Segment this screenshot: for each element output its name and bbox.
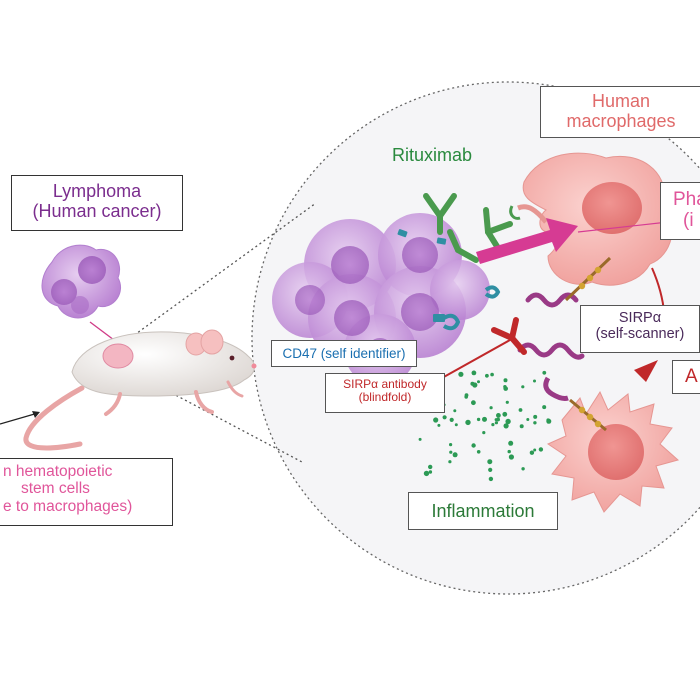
inflammation-dot — [471, 443, 476, 448]
label-sirpa-antibody-line2: (blindfold) — [358, 390, 412, 405]
macrophage-bottom — [546, 390, 680, 513]
inflammation-dot — [507, 449, 511, 454]
inflammation-dot — [449, 417, 454, 422]
inflammation-dot — [476, 417, 481, 422]
label-phagocytosis-line2: (i — [683, 210, 694, 232]
cd47-receptors — [397, 229, 501, 331]
inflammation-dot — [542, 370, 547, 375]
inflammation-dot — [449, 450, 453, 454]
inflammation-dot — [546, 418, 552, 424]
inflammation-dot — [542, 405, 547, 410]
inflammation-dot — [533, 414, 538, 419]
label-sirpa: SIRPα (self-scanner) — [580, 305, 700, 353]
inflammation-dot — [433, 417, 439, 423]
inflammation-dot — [458, 371, 464, 377]
label-phagocytosis: Pha (i — [660, 182, 700, 240]
inflammation-dot — [494, 421, 498, 425]
inflammation-dot — [518, 408, 523, 412]
macrophage-top — [509, 152, 673, 286]
inflammation-dot — [482, 416, 487, 422]
inflammation-dot — [428, 470, 433, 474]
inflammation-dot — [452, 452, 458, 458]
label-sirpa-antibody-line1: SIRPα antibody — [343, 377, 427, 391]
inflammation-dot — [471, 370, 477, 376]
label-lymphoma: Lymphoma (Human cancer) — [11, 175, 183, 231]
rituximab-antibodies — [423, 193, 513, 263]
inflammation-dot — [485, 373, 489, 378]
inflammation-dot — [533, 421, 537, 425]
inflammation-dot — [423, 470, 430, 477]
inflammation-dot — [454, 423, 458, 427]
inflammation-dot — [487, 459, 493, 465]
inflammation-dot — [488, 467, 493, 472]
lymphoma-cell-cluster — [41, 244, 121, 319]
inflammation-dot — [503, 423, 509, 429]
inflammation-dot — [464, 395, 469, 399]
inflammation-dot — [442, 415, 447, 420]
inflammation-dot — [418, 437, 422, 441]
inflammation-dot — [491, 423, 495, 427]
inflammation-dot — [533, 448, 537, 452]
inflammation-dot — [533, 379, 536, 383]
inflammation-dot — [503, 386, 509, 391]
label-cd47: CD47 (self identifier) — [271, 340, 417, 367]
phagocytosis-arrow — [476, 218, 578, 264]
label-sirpa-line2: (self-scanner) — [595, 326, 685, 343]
inflammation-dot — [482, 431, 486, 435]
label-hsc-line1: n hematopoietic — [3, 463, 113, 480]
inflammation-dot — [477, 380, 480, 384]
inflammation-dot — [472, 382, 478, 388]
inflammation-dot — [508, 454, 514, 460]
inflammation-dot — [490, 372, 494, 377]
inflammation-dot — [502, 411, 508, 417]
inflammation-dot — [526, 418, 530, 421]
label-activation-clipped: A — [672, 360, 700, 394]
inflammation-dot — [496, 413, 501, 418]
inflammation-dot — [538, 447, 544, 452]
inflammation-dot — [505, 418, 511, 425]
inflammation-dot — [503, 378, 508, 383]
inflammation-dot — [437, 423, 441, 427]
label-macrophages-line1: Human — [591, 91, 651, 111]
label-lymphoma-line2: (Human cancer) — [32, 201, 162, 222]
label-phagocytosis-line1: Pha — [673, 189, 700, 210]
label-sirpa-line1: SIRPα — [618, 310, 662, 326]
phago-pointer — [577, 221, 669, 233]
label-inflammation: Inflammation — [408, 492, 558, 530]
inflammation-dot — [519, 424, 524, 429]
inflammation-dot — [453, 409, 457, 413]
inflammation-dot — [505, 400, 509, 404]
label-sirpa-antibody: SIRPα antibody (blindfold) — [325, 373, 445, 413]
inflammation-dot — [496, 417, 500, 422]
inflammation-dot — [529, 450, 535, 455]
sirpa-receptor-top — [564, 256, 612, 302]
inflammation-dot — [508, 440, 514, 446]
inflammation-dot — [448, 460, 452, 464]
label-hsc-line3: e to macrophages) — [3, 497, 133, 515]
label-macrophages: Human macrophages — [540, 86, 700, 138]
mouse-illustration — [23, 329, 257, 451]
inflammation-dot — [465, 419, 471, 426]
label-hsc-line2: stem cells — [21, 480, 90, 498]
inflammation-dot — [471, 400, 476, 406]
inflammation-dot — [521, 385, 525, 389]
inflammation-dot — [489, 406, 493, 410]
inflammation-dot — [521, 467, 525, 471]
injection-arrow — [0, 412, 39, 425]
inflammation-dots — [418, 370, 552, 482]
inflammation-dot — [449, 443, 453, 447]
label-lymphoma-line1: Lymphoma — [52, 181, 142, 201]
inflammation-dot — [428, 464, 433, 470]
sirpa-chains — [517, 292, 585, 360]
label-macrophages-line2: macrophages — [566, 111, 676, 132]
inflammation-dot — [476, 450, 481, 454]
label-hsc: n hematopoietic stem cells e to macropha… — [0, 458, 173, 526]
zoom-line-bottom — [131, 371, 303, 463]
sirpa-antibody — [491, 317, 527, 355]
inflammation-dot — [488, 476, 494, 482]
antibody-pointer — [441, 339, 511, 379]
label-rituximab: Rituximab — [391, 145, 473, 165]
sirpa-receptor-bottom — [543, 376, 607, 432]
